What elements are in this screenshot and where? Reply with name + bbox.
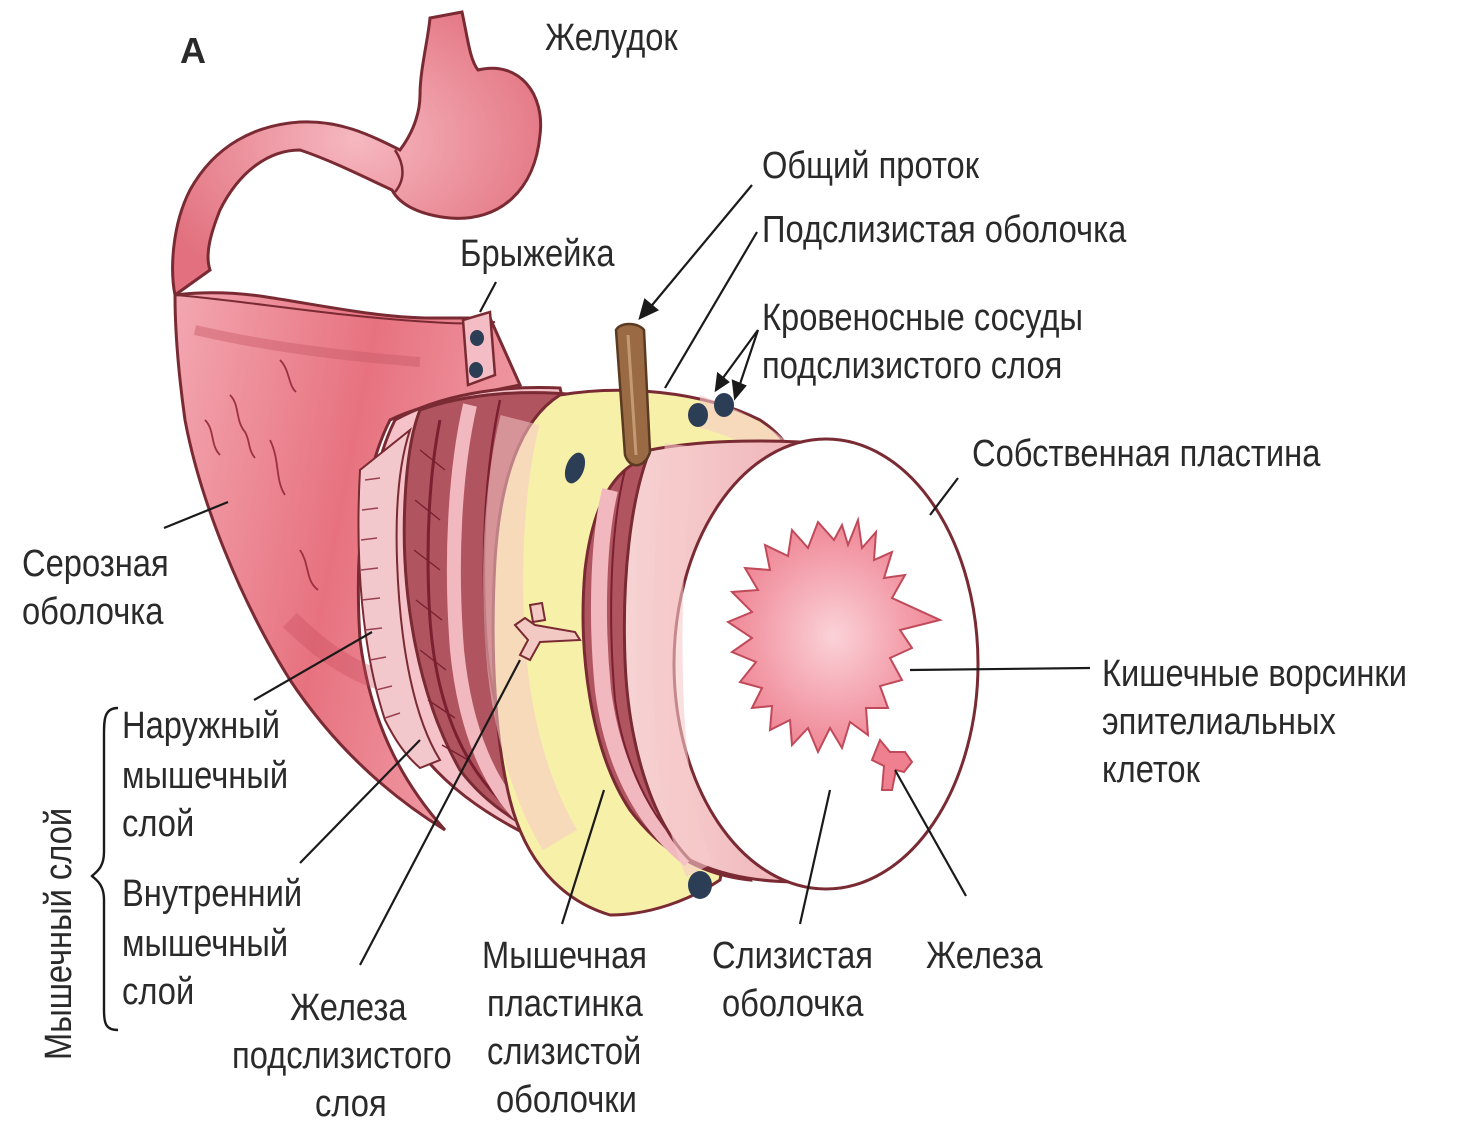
mucosa-label-line2: оболочка [722,980,863,1028]
villi-label-line2: эпителиальных [1102,698,1336,746]
submucosal-glands-label-line1: Железа [290,984,407,1032]
mesentery [463,312,495,385]
villi-label-line3: клеток [1102,746,1200,794]
muscularis-mucosae-label-line4: оболочки [496,1076,637,1124]
villi-label-line1: Кишечные ворсинки [1102,650,1407,698]
outer-muscle-label-line3: слой [122,800,194,848]
muscularis-mucosae-label-line3: слизистой [487,1028,641,1076]
muscularis-mucosae-label-line2: пластинка [487,980,643,1028]
inner-muscle-label-line3: слой [122,968,194,1016]
common-duct-label: Общий проток [762,142,979,190]
lamina-propria-label: Собственная пластина [972,430,1320,478]
muscular-layer-bracket [92,708,118,1030]
muscularis-mucosae-label-line1: Мышечная [482,932,647,980]
submucosal-glands-label-line3: слоя [315,1080,387,1128]
mesentery-label: Брыжейка [460,230,615,278]
serosa-label-line2: оболочка [22,588,163,636]
panel-letter: А [180,30,206,72]
inner-muscle-label-line1: Внутренний [122,870,302,918]
submucosal-glands-label-line2: подслизистого [232,1032,452,1080]
submucosal-vessels-label-line2: подслизистого слоя [762,342,1062,390]
outer-muscle-label-line2: мышечный [122,752,288,800]
glands-label: Железа [926,932,1043,980]
submucosa-label: Подслизистая оболочка [762,206,1126,254]
stomach-label: Желудок [545,14,678,62]
mucosa-label-line1: Слизистая [712,932,873,980]
muscular-layer-label: Мышечный слой [38,808,81,1060]
inner-muscle-label-line2: мышечный [122,920,288,968]
outer-muscle-label-line1: Наружный [122,702,280,750]
serosa-label-line1: Серозная [22,540,169,588]
submucosal-vessels-label-line1: Кровеносные сосуды [762,294,1083,342]
